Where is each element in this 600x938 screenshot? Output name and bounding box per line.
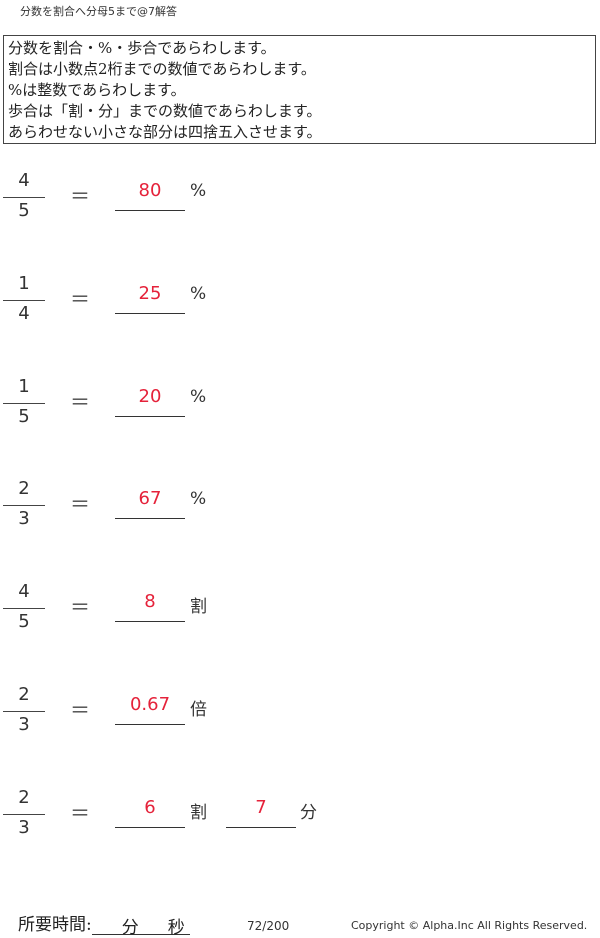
- problem-5: 4 5 ＝ 8 割: [0, 581, 600, 655]
- answer-underline: [115, 313, 185, 314]
- equals-sign: ＝: [70, 287, 90, 311]
- answer-underline: [115, 518, 185, 519]
- instruction-line: %は整数であらわします。: [8, 81, 186, 99]
- unit-label: %: [190, 387, 207, 407]
- problem-3: 1 5 ＝ 20 %: [0, 376, 600, 450]
- denominator: 3: [18, 714, 30, 735]
- numerator: 1: [18, 376, 30, 397]
- denominator: 5: [18, 406, 30, 427]
- time-required: 所要時間:分秒: [18, 910, 190, 938]
- fraction-bar: [3, 300, 45, 301]
- answer: 8: [144, 591, 156, 612]
- answer-underline: [115, 621, 185, 622]
- problem-1: 4 5 ＝ 80 %: [0, 170, 600, 244]
- numerator: 2: [18, 787, 30, 808]
- fraction-bar: [3, 505, 45, 506]
- problem-4: 2 3 ＝ 67 %: [0, 478, 600, 552]
- unit-label: 割: [190, 803, 207, 823]
- minutes-label: 分: [121, 918, 139, 938]
- equals-sign: ＝: [70, 698, 90, 722]
- unit-label: %: [190, 181, 207, 201]
- answer-underline: [115, 416, 185, 417]
- denominator: 5: [18, 200, 30, 221]
- page-number: 72/200: [247, 919, 290, 933]
- problem-6: 2 3 ＝ 0.67 倍: [0, 684, 600, 758]
- answer-second: 7: [255, 797, 267, 818]
- numerator: 2: [18, 684, 30, 705]
- unit-label: %: [190, 489, 207, 509]
- denominator: 3: [18, 817, 30, 838]
- equals-sign: ＝: [70, 184, 90, 208]
- fraction-bar: [3, 814, 45, 815]
- numerator: 1: [18, 273, 30, 294]
- answer: 0.67: [129, 694, 171, 715]
- numerator: 4: [18, 170, 30, 191]
- instruction-line: 歩合は「割・分」までの数値であらわします。: [8, 102, 322, 120]
- answer-underline-second: [226, 827, 296, 828]
- equals-sign: ＝: [70, 492, 90, 516]
- unit-label: %: [190, 284, 207, 304]
- seconds-label: 秒: [167, 918, 185, 938]
- time-label: 所要時間:: [18, 915, 92, 935]
- unit-label: 割: [190, 597, 207, 617]
- problem-7: 2 3 ＝ 6 割 7 分: [0, 787, 600, 861]
- answer: 20: [138, 386, 162, 407]
- answer: 80: [138, 180, 162, 201]
- fraction-bar: [3, 197, 45, 198]
- instruction-line: あらわせない小さな部分は四捨五入させます。: [8, 123, 322, 141]
- answer-underline: [115, 724, 185, 725]
- fraction-bar: [3, 403, 45, 404]
- denominator: 4: [18, 303, 30, 324]
- unit-label-second: 分: [300, 803, 317, 823]
- copyright: Copyright © Alpha.Inc All Rights Reserve…: [351, 919, 588, 932]
- problem-2: 1 4 ＝ 25 %: [0, 273, 600, 347]
- fraction-bar: [3, 608, 45, 609]
- answer: 6: [144, 797, 156, 818]
- instruction-line: 分数を割合・%・歩合であらわします。: [8, 39, 276, 57]
- denominator: 5: [18, 611, 30, 632]
- time-blank: 分秒: [91, 914, 190, 938]
- answer-underline: [115, 827, 185, 828]
- unit-label: 倍: [190, 700, 207, 720]
- instructions-box: 分数を割合・%・歩合であらわします。 割合は小数点2桁までの数値であらわします。…: [3, 35, 596, 144]
- denominator: 3: [18, 508, 30, 529]
- numerator: 4: [18, 581, 30, 602]
- answer: 67: [138, 488, 162, 509]
- equals-sign: ＝: [70, 390, 90, 414]
- equals-sign: ＝: [70, 801, 90, 825]
- page-title: 分数を割合へ分母5まで@7解答: [20, 5, 177, 18]
- instruction-line: 割合は小数点2桁までの数値であらわします。: [8, 60, 316, 78]
- fraction-bar: [3, 711, 45, 712]
- answer: 25: [138, 283, 162, 304]
- answer-underline: [115, 210, 185, 211]
- numerator: 2: [18, 478, 30, 499]
- equals-sign: ＝: [70, 595, 90, 619]
